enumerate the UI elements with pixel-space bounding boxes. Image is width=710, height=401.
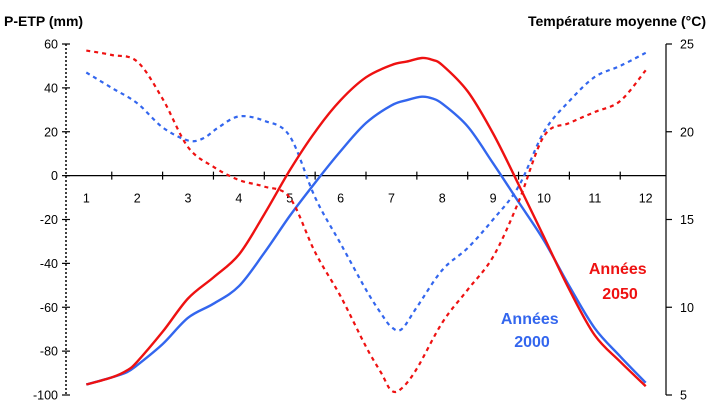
x-tick-label: 2 xyxy=(134,192,141,206)
right-tick-label: 15 xyxy=(680,213,694,227)
right-tick-label: 25 xyxy=(680,38,694,52)
x-tick-label: 8 xyxy=(439,192,446,206)
right-axis-ticks: 25 20 15 10 5 xyxy=(666,38,694,401)
x-tick-label: 10 xyxy=(537,192,551,206)
x-tick-label: 1 xyxy=(83,192,90,206)
right-tick-label: 10 xyxy=(680,301,694,315)
x-tick-label: 3 xyxy=(185,192,192,206)
left-tick-label: -40 xyxy=(40,257,58,271)
x-tick-label: 4 xyxy=(235,192,242,206)
x-tick-label: 5 xyxy=(286,192,293,206)
left-tick-label: -100 xyxy=(33,389,58,401)
left-tick-label: 20 xyxy=(44,125,58,139)
left-tick-label: -20 xyxy=(40,213,58,227)
left-axis-ticks: 60 40 20 0 -20 -40 -60 -80 -100 xyxy=(33,38,70,401)
series-label-2050-line1: Années xyxy=(589,261,647,278)
series-label-2000: Années 2000 xyxy=(501,311,563,351)
x-tick-label: 12 xyxy=(639,192,653,206)
right-tick-label: 20 xyxy=(680,125,694,139)
axes-group xyxy=(65,44,667,395)
temperature-line-2000 xyxy=(85,95,647,386)
left-tick-label: 40 xyxy=(44,81,58,95)
left-axis-title: P-ETP (mm) xyxy=(4,13,83,29)
x-tick-label: 7 xyxy=(388,192,395,206)
left-tick-label: -80 xyxy=(40,345,58,359)
x-tick-label: 6 xyxy=(337,192,344,206)
p-etp-line-2050 xyxy=(86,49,647,394)
left-tick-label: -60 xyxy=(40,301,58,315)
series-label-2000-line2: 2000 xyxy=(514,334,550,351)
series-label-2050-line2: 2050 xyxy=(602,286,638,303)
temperature-line-2050 xyxy=(85,56,647,388)
x-tick-label: 11 xyxy=(588,192,601,206)
p-etp-line-2000 xyxy=(85,51,647,332)
left-tick-label: 60 xyxy=(44,38,58,52)
right-tick-label: 5 xyxy=(680,389,687,401)
right-axis-title: Température moyenne (°C) xyxy=(528,13,706,29)
series-label-2000-line1: Années xyxy=(501,311,559,328)
left-tick-label: 0 xyxy=(51,169,58,183)
x-tick-label: 9 xyxy=(490,192,497,206)
series-label-2050: Années 2050 xyxy=(589,261,651,303)
series-lines xyxy=(85,49,647,394)
